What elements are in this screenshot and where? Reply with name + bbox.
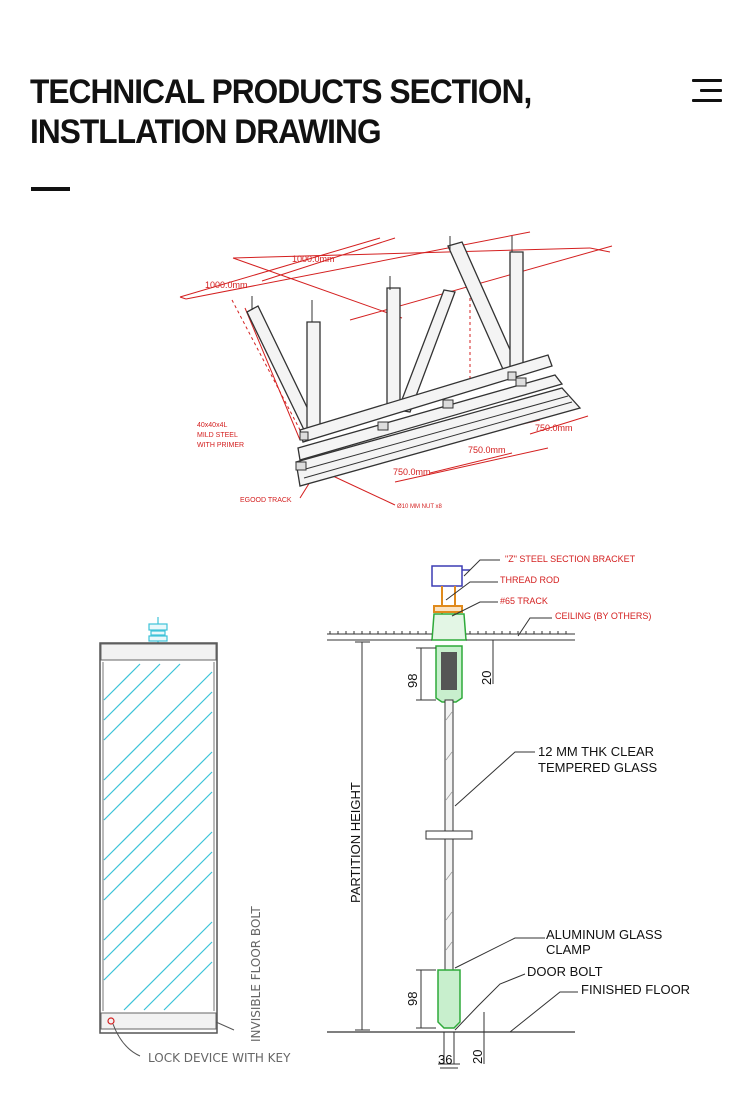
- dim-36: 36: [438, 1052, 452, 1067]
- page-title-line-1: TECHNICAL PRODUCTS SECTION,: [30, 73, 532, 111]
- ceiling-label: CEILING (BY OTHERS): [555, 611, 651, 621]
- dim-750-mid: 750.0mm: [468, 445, 506, 455]
- lock-icon: [107, 1017, 115, 1025]
- page-title: TECHNICAL PRODUCTS SECTION, INSTLLATION …: [30, 72, 532, 152]
- track-label: EGOOD TRACK: [240, 497, 292, 504]
- glass-label-line-1: 12 MM THK CLEAR: [538, 744, 654, 759]
- angle-label-line-2: MILD STEEL: [197, 432, 238, 439]
- dim-20-bottom: 20: [470, 1050, 485, 1064]
- section-drawing: "Z" STEEL SECTION BRACKET THREAD ROD #65…: [327, 554, 690, 1069]
- dim-98-bottom: 98: [405, 992, 420, 1006]
- angle-label-line-3: WITH PRIMER: [197, 442, 244, 449]
- page-title-line-2: INSTLLATION DRAWING: [30, 113, 382, 151]
- dim-1000-left: 1000.0mm: [205, 280, 248, 290]
- thread-rod-label: THREAD ROD: [500, 575, 560, 585]
- finished-floor-label: FINISHED FLOOR: [581, 982, 690, 997]
- glass-label-line-2: TEMPERED GLASS: [538, 760, 658, 775]
- lock-device-label: LOCK DEVICE WITH KEY: [148, 1051, 291, 1065]
- dim-20-top: 20: [479, 671, 494, 685]
- dim-1000-top: 1000.0mm: [292, 254, 335, 264]
- door-elevation: LOCK DEVICE WITH KEY INVISIBLE FLOOR BOL…: [99, 617, 291, 1065]
- clamp-label-line-1: ALUMINUM GLASS: [546, 927, 663, 942]
- dim-750-left: 750.0mm: [393, 467, 431, 477]
- dim-98-top: 98: [405, 674, 420, 688]
- nut-label: Ø10 MM NUT x8: [397, 504, 443, 510]
- bracket-label: "Z" STEEL SECTION BRACKET: [505, 554, 636, 564]
- dim-750-right: 750.0mm: [535, 423, 573, 433]
- title-underline: [31, 187, 70, 191]
- clamp-label-line-2: CLAMP: [546, 942, 591, 957]
- partition-height-label: PARTITION HEIGHT: [348, 782, 363, 903]
- glass-hatch: [103, 663, 213, 1011]
- steel-frame-drawing: 1000.0mm 1000.0mm 750.0mm 750.0mm 750.0m…: [179, 231, 613, 510]
- track-section-label: #65 TRACK: [500, 596, 548, 606]
- menu-icon[interactable]: [688, 78, 722, 104]
- angle-label-line-1: 40x40x4L: [197, 422, 227, 429]
- door-bolt-label: DOOR BOLT: [527, 964, 603, 979]
- floor-bolt-label: INVISIBLE FLOOR BOLT: [249, 906, 263, 1042]
